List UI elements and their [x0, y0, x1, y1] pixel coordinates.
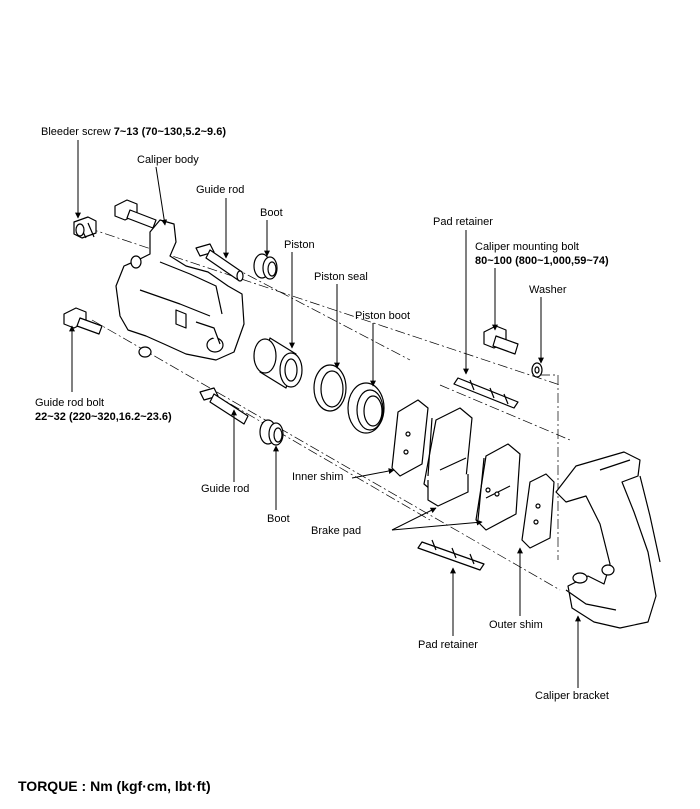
upper-bolt-part	[114, 199, 157, 229]
pad-retainer-lower-part	[417, 539, 485, 571]
bleeder-screw-name: Bleeder screw	[41, 126, 111, 138]
caliper-mounting-bolt-torque: 80~100 (800~1,000,59~74)	[475, 255, 609, 267]
piston-seal-part	[313, 364, 347, 412]
brake-pad-inner-part	[423, 407, 473, 507]
brake-pad-label: Brake pad	[311, 525, 362, 537]
pad-retainer-top-label: Pad retainer	[433, 216, 493, 228]
boot-lower-part	[259, 419, 284, 446]
caliper-mounting-bolt-label: Caliper mounting bolt	[475, 241, 579, 253]
bleeder-screw-label: Bleeder screw 7~13 (70~130,5.2~9.6)	[41, 125, 226, 139]
caliper-bracket-part	[555, 451, 661, 629]
guide-rod-lower-part	[199, 387, 249, 425]
guide-rod-bolt-torque: 22~32 (220~320,16.2~23.6)	[35, 411, 172, 423]
piston-part	[253, 337, 303, 389]
washer-label: Washer	[529, 284, 567, 296]
guide-rod-bolt-part	[63, 307, 103, 335]
brake-pad-outer-part	[475, 443, 521, 531]
guide-rod-top-label: Guide rod	[196, 184, 245, 196]
leader-lines	[69, 140, 581, 688]
guide-rod-bottom-label: Guide rod	[201, 483, 250, 495]
bleeder-screw-part	[73, 216, 97, 239]
piston-label: Piston	[284, 239, 315, 251]
caliper-body-label: Caliper body	[137, 154, 199, 166]
guide-rod-bolt-label: Guide rod bolt	[35, 397, 105, 409]
boot-upper-part	[253, 253, 278, 280]
inner-shim-part	[391, 399, 429, 477]
outer-shim-label: Outer shim	[489, 619, 543, 631]
piston-seal-label: Piston seal	[314, 271, 368, 283]
inner-shim-label: Inner shim	[292, 471, 344, 483]
pad-retainer-upper-part	[453, 377, 519, 409]
torque-units-footer: TORQUE : Nm (kgf·cm, lbt·ft)	[18, 778, 211, 794]
piston-boot-label: Piston boot	[355, 310, 411, 322]
pad-retainer-bottom-label: Pad retainer	[418, 639, 478, 651]
boot-top-label: Boot	[260, 207, 283, 219]
guide-rod-upper-part	[195, 243, 244, 282]
washer-part	[531, 362, 543, 378]
boot-bottom-label: Boot	[267, 513, 290, 525]
piston-boot-part	[347, 382, 385, 434]
caliper-body-part	[115, 219, 245, 361]
outer-shim-part	[521, 473, 555, 549]
bleeder-screw-torque: 7~13 (70~130,5.2~9.6)	[113, 126, 226, 138]
caliper-bracket-label: Caliper bracket	[535, 690, 609, 702]
caliper-mounting-bolt-part	[483, 325, 519, 355]
